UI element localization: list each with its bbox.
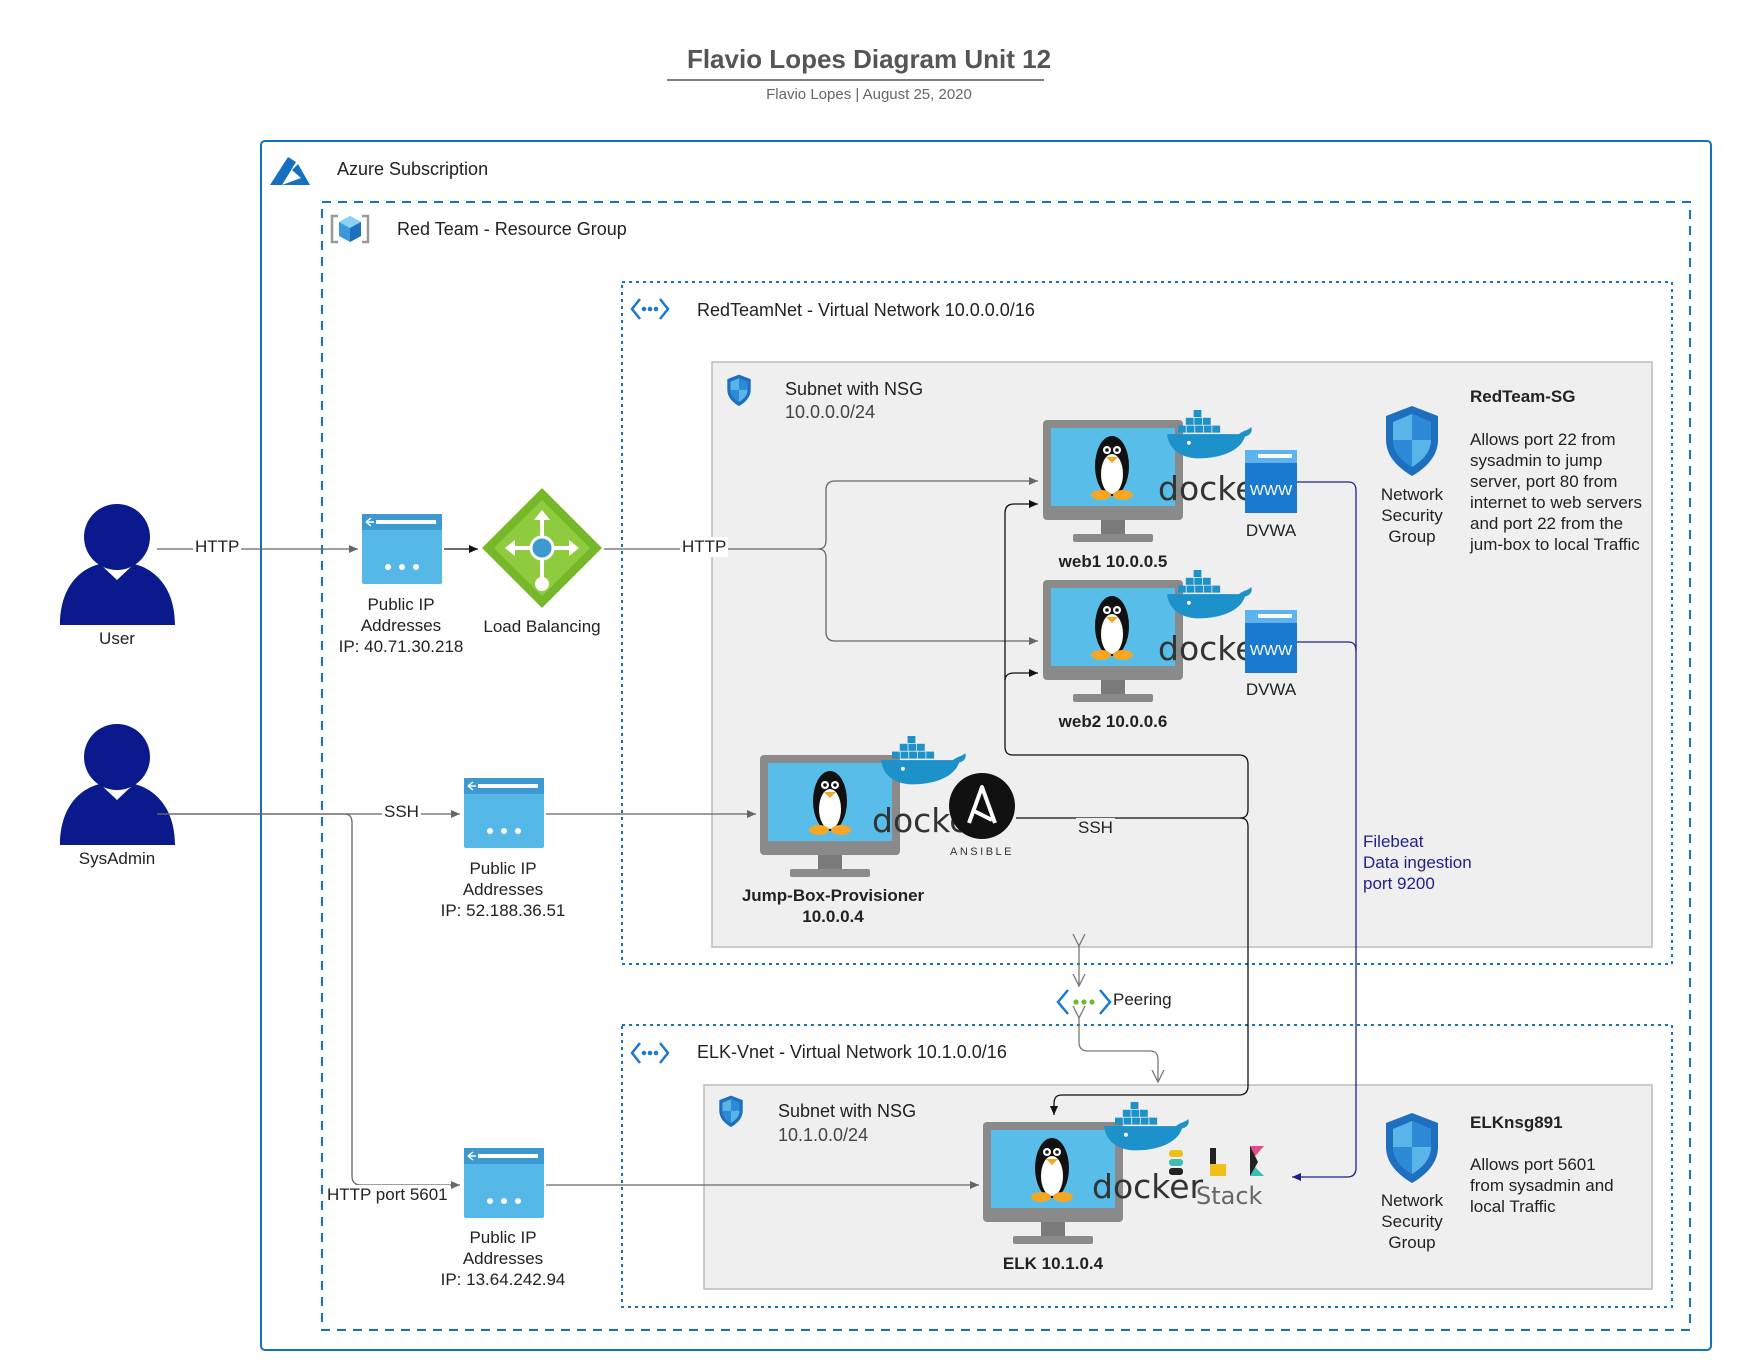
azure-subscription-container xyxy=(260,140,1712,1351)
edge-filebeat-web2 xyxy=(1297,641,1357,652)
edge-jump-ssh xyxy=(1004,500,1249,819)
edge-label-ssh-2: SSH xyxy=(1076,818,1115,838)
edge-jump-ssh-elk xyxy=(1050,817,1249,1115)
edge-sysadmin-http5601 xyxy=(157,813,460,1189)
page-subtitle: Flavio Lopes | August 25, 2020 xyxy=(766,86,972,103)
subnet-elk xyxy=(703,1084,1653,1290)
edge-peering-down xyxy=(1079,1018,1158,1082)
web2-label: web2 10.0.0.6 xyxy=(1058,712,1168,731)
edge-lb-web1 xyxy=(604,477,1038,550)
edge-label-http-1: HTTP xyxy=(193,537,242,557)
public-ip-1-icon xyxy=(361,513,443,585)
subnet-red-cidr: 10.0.0.0/24 xyxy=(785,402,876,422)
vnet-red-icon xyxy=(630,297,670,321)
subnet-elk-title: Subnet with NSG xyxy=(778,1101,917,1121)
vnet-elk-icon xyxy=(630,1041,670,1065)
nsg-elk-name: ELKnsg891 xyxy=(1470,1113,1563,1132)
edge-filebeat-web1 xyxy=(1292,481,1357,1181)
page-title: Flavio Lopes Diagram Unit 12 xyxy=(686,44,1052,74)
dvwa1-icon: WWW xyxy=(1245,450,1297,513)
user-label: User xyxy=(99,629,135,648)
vnet-red-label: RedTeamNet - Virtual Network 10.0.0.0/16 xyxy=(697,300,1035,320)
stack-label: Stack xyxy=(1196,1182,1263,1210)
edge-jump-ssh-web2 xyxy=(1004,669,1038,681)
subnet-elk-cidr: 10.1.0.0/24 xyxy=(778,1125,869,1145)
subscription-label: Azure Subscription xyxy=(337,159,489,179)
edge-label-http-2: HTTP xyxy=(680,537,729,557)
azure-logo-icon xyxy=(270,157,310,185)
elk-label: ELK 10.1.0.4 xyxy=(1002,1254,1104,1273)
vnet-red-container xyxy=(621,281,1673,965)
edge-label-ssh-1: SSH xyxy=(382,802,421,822)
resource-group-label: Red Team - Resource Group xyxy=(397,219,627,239)
dvwa2-icon: WWW xyxy=(1245,610,1297,673)
public-ip-3-icon xyxy=(463,1147,545,1219)
svg-text:WWW: WWW xyxy=(1250,482,1293,499)
elk-vm-icon: docker Stack xyxy=(983,1102,1264,1244)
ansible-label: ANSIBLE xyxy=(950,846,1014,858)
web1-label: web1 10.0.0.5 xyxy=(1058,552,1168,571)
user-icon xyxy=(60,504,175,625)
svg-text:WWW: WWW xyxy=(1250,642,1293,659)
public-ip-2-icon xyxy=(463,777,545,849)
sysadmin-label: SysAdmin xyxy=(78,849,156,868)
elk-docker-label: docker xyxy=(1092,1167,1204,1206)
load-balancer-icon xyxy=(482,488,602,608)
edge-label-http5601: HTTP port 5601 xyxy=(325,1185,450,1205)
peering-label: Peering xyxy=(1113,990,1172,1009)
edge-lb-web2 xyxy=(817,548,1038,645)
nsg-red-name: RedTeam-SG xyxy=(1470,387,1576,406)
nsg-red-description: Allows port 22 from sysadmin to jump ser… xyxy=(1470,430,1642,554)
dvwa1-label: DVWA xyxy=(1245,521,1297,540)
dvwa2-label: DVWA xyxy=(1245,680,1297,699)
nsg-elk-description: Allows port 5601 from sysadmin and local… xyxy=(1470,1155,1614,1216)
peering-icon xyxy=(1056,989,1112,1015)
vnet-elk-label: ELK-Vnet - Virtual Network 10.1.0.0/16 xyxy=(697,1042,1007,1062)
sysadmin-icon xyxy=(60,724,175,845)
subnet-red-title: Subnet with NSG xyxy=(785,379,924,399)
resource-group-icon xyxy=(330,214,370,244)
load-balancer-label: Load Balancing xyxy=(483,617,601,636)
jump-box-vm-icon: docker ANSIBLE xyxy=(760,736,1015,877)
